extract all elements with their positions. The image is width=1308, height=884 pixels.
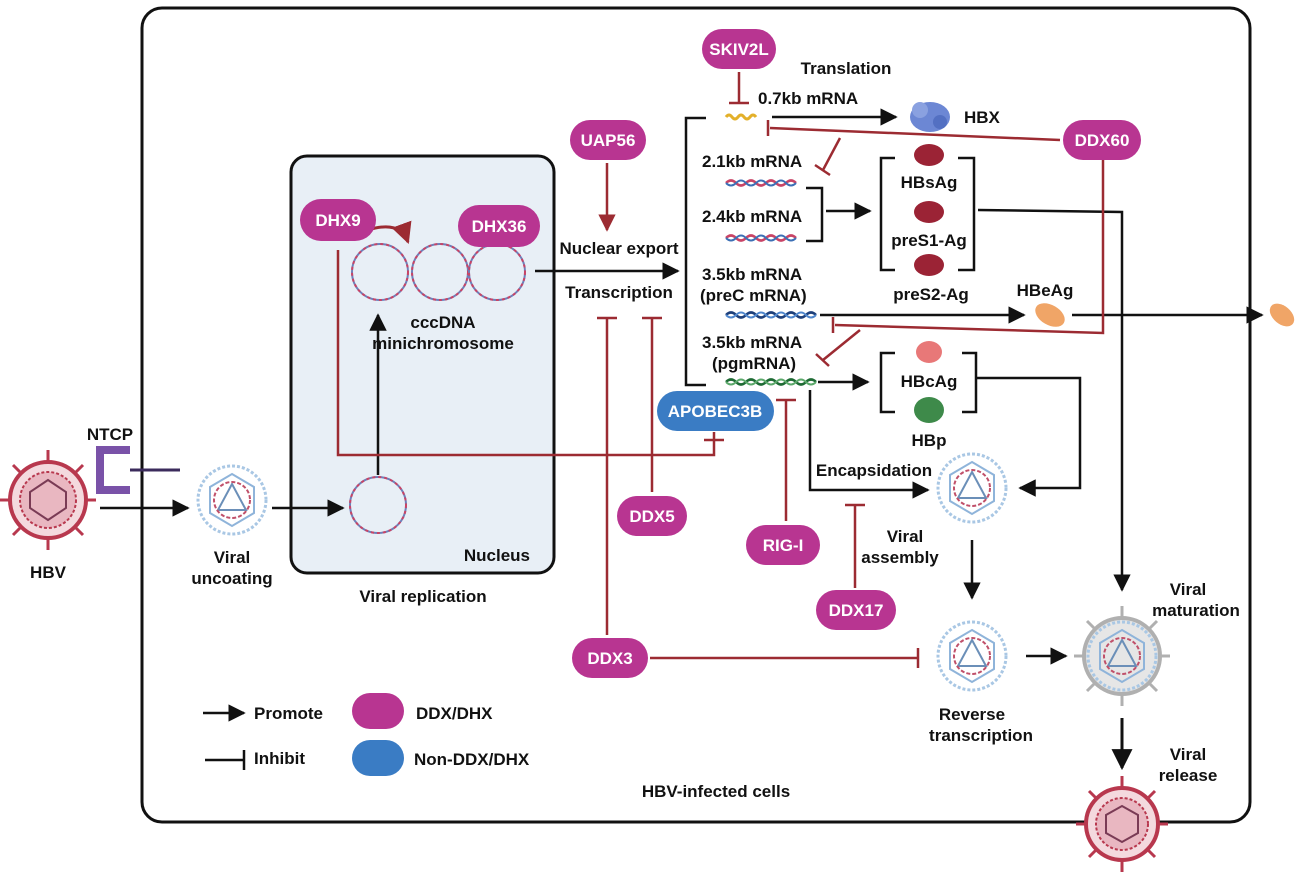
legend-non-ddx-dhx: Non-DDX/DHX: [414, 750, 530, 769]
hbp-protein: [914, 397, 944, 423]
hbcag-protein: [916, 341, 942, 363]
svg-text:DHX9: DHX9: [315, 211, 360, 230]
svg-text:UAP56: UAP56: [581, 131, 636, 150]
legend-ddx-dhx: DDX/DHX: [416, 704, 493, 723]
hbs-antigens: [914, 144, 944, 276]
hbsag-label: HBsAg: [901, 173, 958, 192]
rt-label-2: transcription: [929, 726, 1033, 745]
apobec3b-pill: APOBEC3B: [657, 391, 774, 431]
ntcp-label: NTCP: [87, 425, 133, 444]
secreted-hbeag: [1269, 303, 1295, 327]
mrna-35-pg-label: 3.5kb mRNA: [702, 333, 802, 352]
uap56-pill: UAP56: [570, 120, 646, 160]
uncoating-capsid: [196, 464, 268, 536]
hbx-protein: [910, 102, 950, 132]
ntcp-receptor: [96, 446, 130, 494]
mrna-24-label: 2.4kb mRNA: [702, 207, 802, 226]
hbv-virion: [0, 450, 96, 550]
rt-capsid: [936, 620, 1008, 692]
ddx3-pill: DDX3: [572, 638, 648, 678]
inhibition-lines: [336, 72, 1105, 668]
released-virion: [1076, 776, 1168, 872]
svg-text:DDX17: DDX17: [829, 601, 884, 620]
release-label-1: Viral: [1170, 745, 1207, 764]
svg-text:SKIV2L: SKIV2L: [709, 40, 769, 59]
transcription-label: Transcription: [565, 283, 673, 302]
uncoating-label-2: uncoating: [191, 569, 272, 588]
legend: Promote Inhibit DDX/DHX Non-DDX/DHX: [203, 693, 530, 776]
cell-title: HBV-infected cells: [642, 782, 790, 801]
ddx5-pill: DDX5: [617, 496, 687, 536]
pres2-label: preS2-Ag: [893, 285, 969, 304]
ddx60-pill: DDX60: [1063, 120, 1141, 160]
hbx-label: HBX: [964, 108, 1001, 127]
hbcag-label: HBcAg: [901, 372, 958, 391]
assembly-label-2: assembly: [861, 548, 939, 567]
hbp-label: HBp: [912, 431, 947, 450]
nucleus-box: [289, 154, 556, 575]
svg-text:RIG-I: RIG-I: [763, 536, 804, 555]
prec-mrna-label: (preC mRNA): [700, 286, 807, 305]
mrna-strands: [724, 113, 817, 386]
nucleus-label: Nucleus: [464, 546, 530, 565]
svg-text:DDX60: DDX60: [1075, 131, 1130, 150]
rt-label-1: Reverse: [939, 705, 1005, 724]
svg-text:DHX36: DHX36: [472, 217, 527, 236]
cell-membrane: [140, 6, 1252, 824]
replication-label: Viral replication: [359, 587, 486, 606]
skiv2l-pill: SKIV2L: [702, 29, 776, 69]
pgmrna-label: (pgmRNA): [712, 354, 796, 373]
legend-promote: Promote: [254, 704, 323, 723]
dhx9-pill: DHX9: [300, 199, 376, 241]
encapsidated-capsid: [936, 452, 1008, 524]
hbeag-label: HBeAg: [1017, 281, 1074, 300]
mrna-35-prec-label: 3.5kb mRNA: [702, 265, 802, 284]
hbeag-protein: [1035, 303, 1065, 327]
hbv-label: HBV: [30, 563, 67, 582]
dhx36-pill: DHX36: [458, 205, 540, 247]
nuclear-export-label: Nuclear export: [559, 239, 678, 258]
legend-inhibit: Inhibit: [254, 749, 305, 768]
assembly-label-1: Viral: [887, 527, 924, 546]
encapsidation-label: Encapsidation: [816, 461, 932, 480]
maturing-virion: [1074, 606, 1170, 706]
ddx17-pill: DDX17: [816, 590, 896, 630]
mrna-07-label: 0.7kb mRNA: [758, 89, 858, 108]
maturation-label-2: maturation: [1152, 601, 1240, 620]
maturation-label-1: Viral: [1170, 580, 1207, 599]
pres1-label: preS1-Ag: [891, 231, 967, 250]
minichromosome-label: minichromosome: [372, 334, 514, 353]
uncoating-label-1: Viral: [214, 548, 251, 567]
svg-text:APOBEC3B: APOBEC3B: [668, 402, 762, 421]
translation-label: Translation: [801, 59, 892, 78]
cccdna-label: cccDNA: [410, 313, 475, 332]
release-label-2: release: [1159, 766, 1218, 785]
svg-text:DDX3: DDX3: [587, 649, 632, 668]
rigi-pill: RIG-I: [746, 525, 820, 565]
mrna-21-label: 2.1kb mRNA: [702, 152, 802, 171]
svg-text:DDX5: DDX5: [629, 507, 674, 526]
